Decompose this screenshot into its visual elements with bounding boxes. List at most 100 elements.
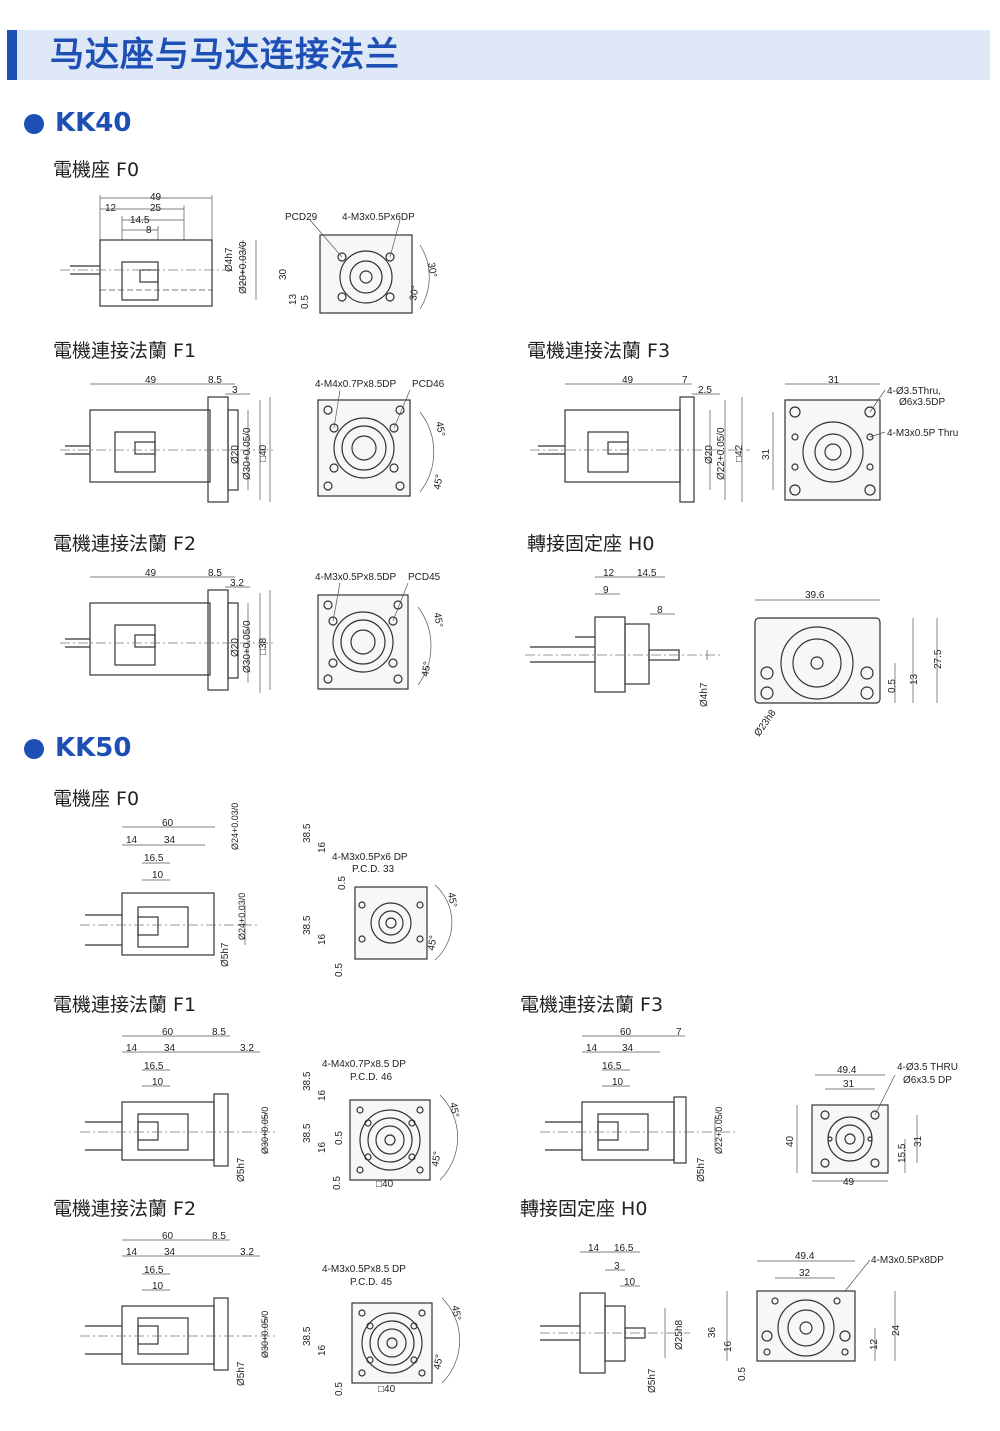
dim-10: 10	[152, 870, 164, 881]
dim-32: 32	[799, 1268, 811, 1279]
kk50-f2-front-view: 4-M3x0.5Px8.5 DP P.C.D. 45 38.5 16 0.5 □…	[302, 1264, 463, 1396]
dim-0-5: 0.5	[887, 679, 898, 693]
dim-60: 60	[620, 1027, 632, 1038]
dim-0-5-b: 0.5	[334, 963, 345, 977]
dim-0-5: 0.5	[337, 876, 348, 890]
dim-16-5: 16.5	[144, 1265, 164, 1276]
dim-31: 31	[843, 1079, 855, 1090]
hole-label-2: Ø6x3.5 DP	[903, 1075, 952, 1086]
dim-14: 14	[126, 1043, 138, 1054]
hole-label-2: Ø6x3.5DP	[899, 397, 945, 408]
dim-34: 34	[164, 835, 176, 846]
hole-label: 4-M3x0.5Px6DP	[342, 212, 415, 223]
kk40-f3-front-view: 31 31 4-Ø3.5Thru, Ø6x3.5DP 4-M3x0.5P Thr…	[761, 375, 958, 501]
kk40-h0-side-view: 12 14.5 9 8 Ø4h7	[525, 568, 720, 707]
dim-sq40: □40	[376, 1179, 394, 1190]
dim-31-v: 31	[913, 1135, 924, 1147]
dim-49-4: 49.4	[795, 1251, 815, 1262]
dim-16-5: 16.5	[602, 1061, 622, 1072]
angle-label: 45°	[445, 892, 458, 909]
angle-label: 45°	[432, 1354, 445, 1371]
angle-label: 45°	[420, 661, 433, 678]
kk40-f2-title: 電機連接法蘭 F2	[53, 533, 197, 555]
dim-13: 13	[288, 293, 299, 305]
page-title: 马达座与马达连接法兰	[50, 35, 400, 75]
angle-label: 45°	[433, 421, 446, 438]
dim-8: 8	[657, 605, 663, 616]
dim-0-5: 0.5	[300, 295, 311, 309]
dim-16-b: 16	[317, 1141, 328, 1153]
dim-25: 25	[150, 203, 162, 214]
dim-38-5-b: 38.5	[302, 915, 313, 935]
dim-dia24-top: Ø24+0.03/0	[230, 803, 240, 850]
dim-12: 12	[603, 568, 615, 579]
dim-sq40: □40	[378, 1384, 396, 1395]
dim-12: 12	[869, 1338, 880, 1350]
header-bar	[7, 30, 990, 80]
dim-dia30: Ø30+0.05/0	[260, 1311, 270, 1358]
dim-60: 60	[162, 1027, 174, 1038]
dim-8-5: 8.5	[212, 1231, 226, 1242]
dim-10: 10	[152, 1281, 164, 1292]
kk40-f0-side-view: 49 25 12 14.5 8 Ø4h7 Ø20+0.03/0	[60, 192, 257, 307]
dim-14: 14	[126, 835, 138, 846]
dim-sq38: □38	[258, 637, 269, 655]
dim-0-5: 0.5	[334, 1131, 345, 1145]
dim-0-5: 0.5	[334, 1382, 345, 1396]
dim-sq40: □40	[258, 444, 269, 462]
header-accent	[7, 30, 17, 80]
kk50-f3-side-view: 60 7 14 34 16.5 10 Ø5h7 Ø22+0.05/0	[540, 1027, 735, 1182]
dim-60: 60	[162, 818, 174, 829]
dim-sq42: □42	[734, 444, 745, 462]
pcd-label: PCD46	[412, 379, 445, 390]
section-title-kk40: KK40	[55, 108, 132, 138]
pcd-label: P.C.D. 45	[350, 1277, 392, 1288]
dim-49: 49	[843, 1177, 855, 1188]
dim-10: 10	[152, 1077, 164, 1088]
kk40-f1-front-view: 4-M4x0.7Px8.5DP PCD46 45° 45°	[315, 379, 447, 497]
dim-7: 7	[682, 375, 688, 386]
dim-shaft: Ø5h7	[220, 942, 231, 967]
dim-16: 16	[317, 841, 328, 853]
section-bullet-icon	[24, 739, 44, 759]
dim-31-v: 31	[761, 448, 772, 460]
pcd-label: PCD45	[408, 572, 441, 583]
dim-shaft: Ø5h7	[696, 1157, 707, 1182]
pcd-label: PCD29	[285, 212, 318, 223]
dim-14-5: 14.5	[637, 568, 657, 579]
dim-16-5: 16.5	[144, 1061, 164, 1072]
dim-38-5: 38.5	[302, 823, 313, 843]
dim-8-5: 8.5	[212, 1027, 226, 1038]
angle-label: 45°	[447, 1102, 460, 1119]
dim-3: 3	[232, 385, 238, 396]
dim-49: 49	[145, 375, 157, 386]
kk50-h0-front-view: 49.4 32 4-M3x0.5Px8DP 36 16 0.5 12 24	[707, 1251, 944, 1381]
dim-16-5: 16.5	[614, 1243, 634, 1254]
dim-31: 31	[828, 375, 840, 386]
dim-49: 49	[622, 375, 634, 386]
angle-label: 45°	[449, 1305, 462, 1322]
dim-shaft: Ø5h7	[647, 1368, 658, 1393]
dim-dia23: Ø23h8	[752, 707, 778, 738]
dim-dia30: Ø30+0.05/0	[242, 620, 253, 673]
dim-0-5-b: 0.5	[332, 1176, 343, 1190]
dim-30: 30	[278, 268, 289, 280]
hole-label: 4-M3x0.5Px8.5DP	[315, 572, 396, 583]
dim-dia30: Ø30+0.05/0	[260, 1107, 270, 1154]
hole-label: 4-Ø3.5Thru,	[887, 386, 941, 397]
dim-15-5: 15.5	[897, 1143, 908, 1163]
thread-label: 4-M3x0.5P Thru	[887, 428, 958, 439]
hole-label: 4-M3x0.5Px6 DP	[332, 852, 408, 863]
kk40-f1-side-view: 49 8.5 3 Ø20 Ø30+0.05/0 □40	[60, 375, 275, 503]
kk50-f2-side-view: 60 8.5 14 34 3.2 16.5 10 Ø5h7 Ø30+0.05/0	[80, 1231, 275, 1386]
dim-60: 60	[162, 1231, 174, 1242]
dim-16: 16	[723, 1340, 734, 1352]
dim-bore: Ø20+0.03/0	[238, 241, 249, 294]
dim-16-5: 16.5	[144, 853, 164, 864]
section-bullet-icon	[24, 114, 44, 134]
dim-2-5: 2.5	[698, 385, 712, 396]
dim-34: 34	[164, 1247, 176, 1258]
dim-14: 14	[586, 1043, 598, 1054]
kk40-f2-front-view: 4-M3x0.5Px8.5DP PCD45 45° 45°	[315, 572, 445, 690]
pcd-label: P.C.D. 33	[352, 864, 394, 875]
